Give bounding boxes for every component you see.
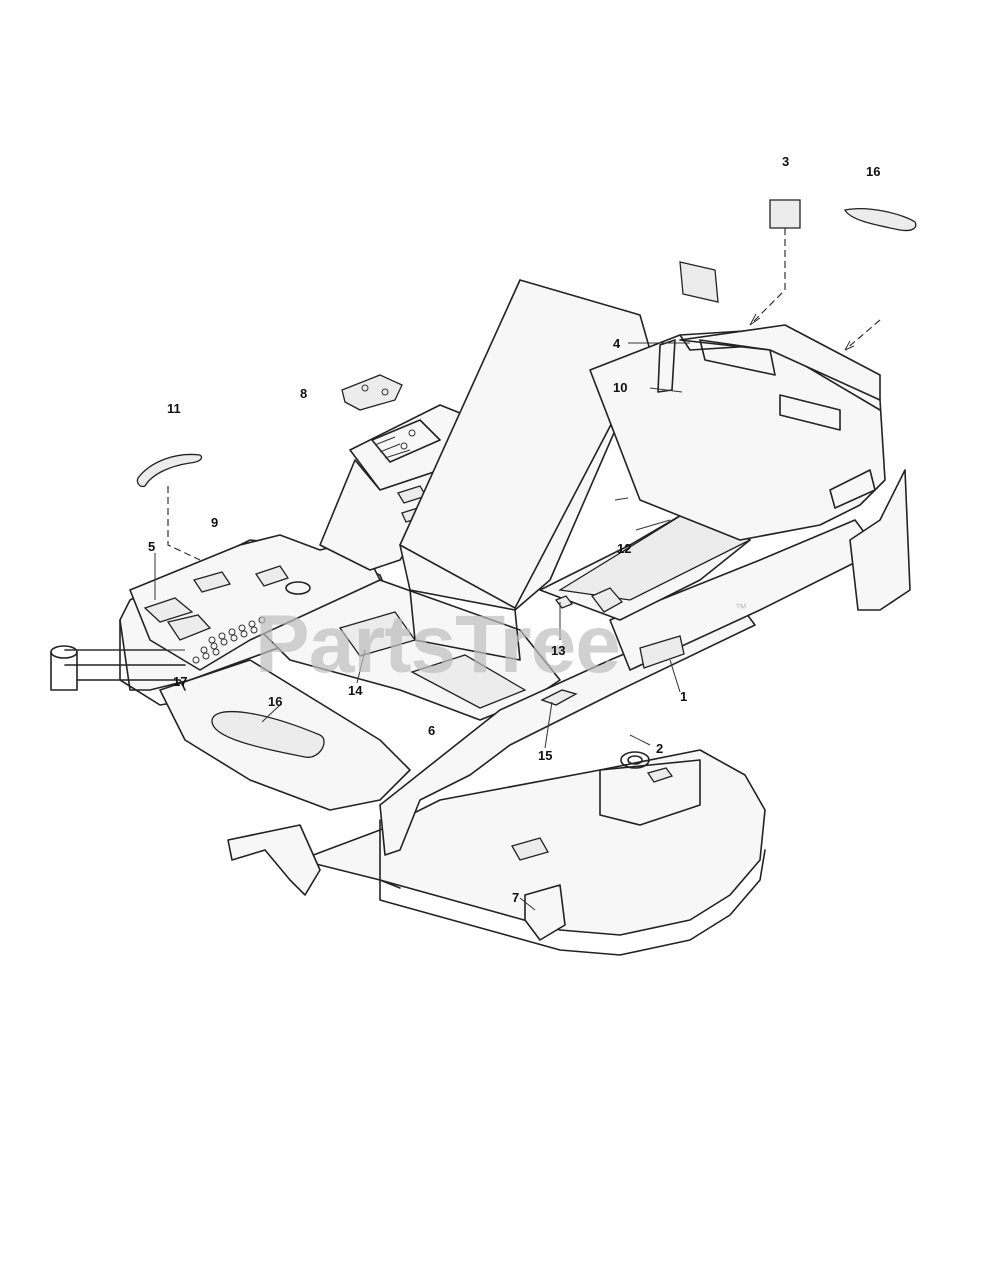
console-decal-a bbox=[192, 571, 232, 593]
callout-labels: 1 2 3 4 5 6 7 8 9 10 11 12 13 14 15 16 1… bbox=[148, 154, 880, 905]
leader-lines bbox=[65, 228, 881, 911]
callout-9: 9 bbox=[211, 515, 218, 530]
rail-decal-1 bbox=[639, 635, 685, 669]
rear-decal-box bbox=[590, 587, 624, 613]
console-decal-5 bbox=[143, 597, 194, 623]
console-decal-diamond bbox=[166, 614, 212, 641]
callout-4: 4 bbox=[613, 336, 621, 351]
callout-14: 14 bbox=[348, 683, 363, 698]
rear-decal-10 bbox=[679, 261, 719, 303]
callout-13: 13 bbox=[551, 643, 565, 658]
callout-17: 17 bbox=[173, 674, 187, 689]
mower-deck bbox=[227, 749, 766, 956]
callout-16-left: 16 bbox=[268, 694, 282, 709]
callout-12: 12 bbox=[617, 541, 631, 556]
left-console bbox=[129, 534, 381, 671]
callout-7: 7 bbox=[512, 890, 519, 905]
callout-2: 2 bbox=[656, 741, 663, 756]
callout-15: 15 bbox=[538, 748, 552, 763]
partstree-watermark: PartsTree ™ bbox=[255, 599, 747, 690]
callout-5: 5 bbox=[148, 539, 155, 554]
callout-8: 8 bbox=[300, 386, 307, 401]
console-decal-b bbox=[254, 565, 290, 587]
decal-3-part bbox=[769, 199, 801, 229]
callout-11: 11 bbox=[167, 401, 181, 416]
callout-1: 1 bbox=[680, 689, 687, 704]
callout-10: 10 bbox=[613, 380, 627, 395]
watermark-text: PartsTree bbox=[255, 599, 620, 690]
decal-8-part bbox=[341, 374, 403, 411]
callout-6: 6 bbox=[428, 723, 435, 738]
floor-decal-large bbox=[410, 654, 527, 709]
hex-pattern-decal bbox=[192, 616, 266, 664]
callout-16-top: 16 bbox=[866, 164, 880, 179]
watermark-tm: ™ bbox=[735, 601, 747, 615]
deck-decal bbox=[646, 767, 674, 783]
deck-front-decal bbox=[511, 837, 549, 861]
decal-11-part bbox=[136, 453, 203, 488]
decal-16-part-top bbox=[844, 208, 917, 232]
callout-3: 3 bbox=[782, 154, 789, 169]
left-foot-decal bbox=[211, 711, 325, 758]
rear-deck bbox=[539, 261, 886, 621]
